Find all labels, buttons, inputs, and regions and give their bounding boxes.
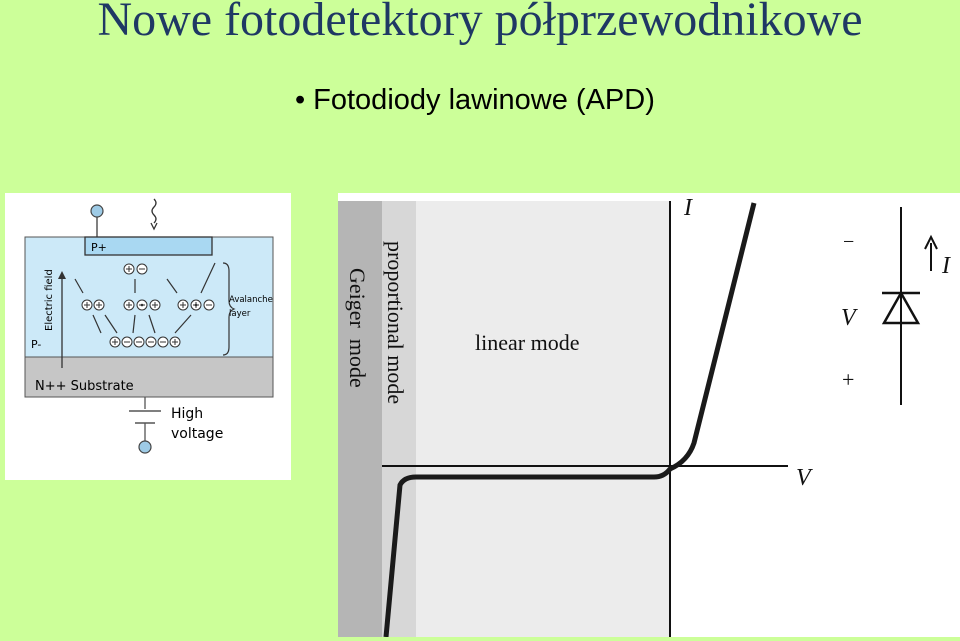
bullet-dot: • xyxy=(295,84,306,116)
diode-symbol xyxy=(881,207,921,405)
electric-field-label: Electric field xyxy=(44,269,55,331)
top-contact-icon xyxy=(90,204,104,218)
diode-plus-label: + xyxy=(842,367,854,392)
diode-minus-label: − xyxy=(843,231,854,253)
avalanche-label-line1: Avalanche xyxy=(229,295,273,305)
p-minus-label: P- xyxy=(31,338,41,351)
iv-characteristic-svg: Geiger mode proportional mode linear mod… xyxy=(338,195,951,638)
iv-curve xyxy=(383,202,757,638)
geiger-mode-band xyxy=(338,201,382,637)
linear-mode-band xyxy=(416,201,670,637)
substrate-label: N++ Substrate xyxy=(35,379,134,394)
proportional-mode-band xyxy=(382,201,416,637)
slide-title: Nowe fotodetektory półprzewodnikowe xyxy=(97,0,863,46)
avalanche-brace xyxy=(222,262,236,356)
avalanche-label-line2: layer xyxy=(229,309,251,319)
linear-mode-label: linear mode xyxy=(475,330,579,355)
bullet-text: Fotodiody lawinowe (APD) xyxy=(313,84,655,116)
voltage-axis-label: V xyxy=(796,465,813,491)
proportional-mode-label: proportional mode xyxy=(383,241,408,404)
avalanche-arrows xyxy=(74,262,216,334)
bottom-contact-icon xyxy=(138,440,152,454)
apd-structure-diagram: P+ P- N++ Substrate Electric field xyxy=(5,193,291,480)
substrate-region xyxy=(24,356,274,398)
photon-wave-icon xyxy=(151,198,157,224)
diode-icon xyxy=(881,290,921,325)
iv-characteristic-chart: Geiger mode proportional mode linear mod… xyxy=(338,193,960,638)
current-axis-label: I xyxy=(683,195,693,221)
p-plus-region xyxy=(84,236,213,256)
bullet-item: •Fotodiody lawinowe (APD) xyxy=(295,84,655,117)
p-plus-label: P+ xyxy=(91,241,107,254)
apd-structure-svg: P+ P- N++ Substrate Electric field xyxy=(24,198,274,454)
high-label: High xyxy=(171,406,203,422)
geiger-mode-label: Geiger mode xyxy=(345,268,370,388)
diode-voltage-label: V xyxy=(841,305,858,331)
diode-current-label: I xyxy=(941,253,951,279)
voltage-label: voltage xyxy=(171,426,223,442)
